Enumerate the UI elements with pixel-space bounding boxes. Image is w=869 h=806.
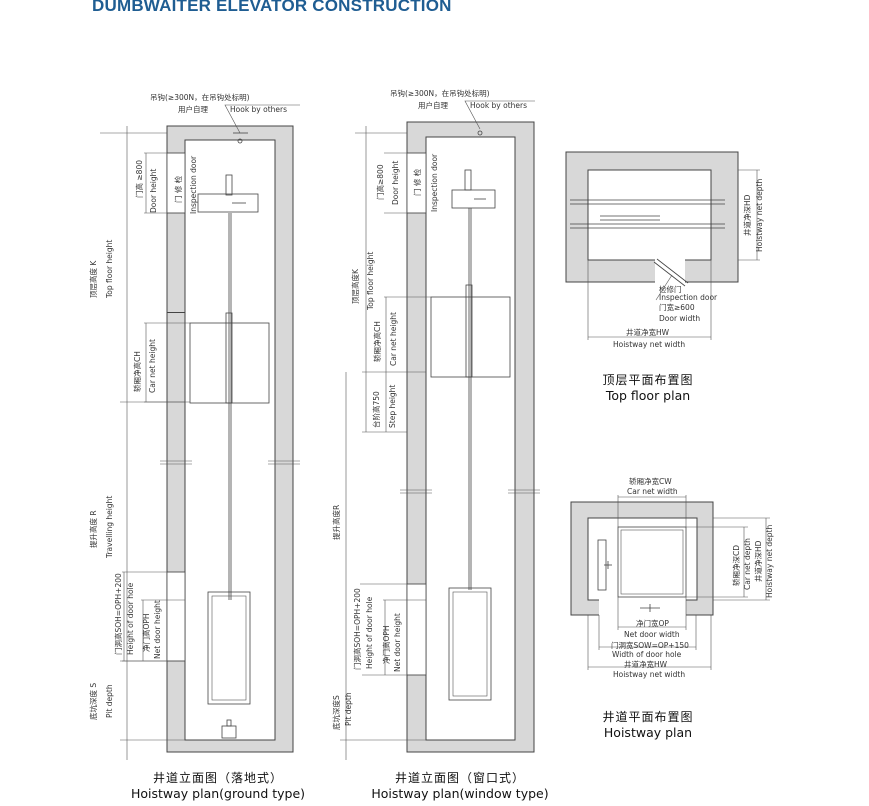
inspection-door-cn: 门 修 检 — [173, 175, 183, 203]
car — [617, 526, 687, 598]
caption-hoistway-cn: 井道平面布置图 — [602, 710, 694, 724]
bottom-door-opening — [166, 571, 186, 662]
pit-depth-cn: 底坑深度S — [331, 695, 341, 730]
door-hole-gap — [599, 598, 686, 616]
door-hole-en: Height of door hole — [365, 596, 374, 669]
insp-door-cn: 检修门 — [659, 284, 682, 294]
caption-top-floor-cn: 顶层平面布置图 — [602, 373, 694, 387]
page-title: DUMBWAITER ELEVATOR CONSTRUCTION — [92, 0, 452, 15]
door-height-en: Door height — [391, 161, 400, 205]
door-height-cn: 门高≥800 — [375, 164, 385, 200]
car-width-en: Car net width — [627, 487, 678, 496]
caption-hoistway: 井道平面布置图 Hoistway plan — [578, 708, 718, 740]
bottom-door-opening — [406, 583, 427, 676]
hoistway-depth-cn: 井道净深HD — [753, 540, 763, 582]
caption-ground-cn: 井道立面图（落地式） — [152, 771, 283, 785]
hoistway-plan: 轿厢净宽CW Car net width 轿厢净深CD Car net dept… — [570, 476, 774, 679]
step-height-cn: 台阶高750 — [371, 391, 381, 428]
plan-wall — [570, 501, 714, 616]
hoistway-depth-en: Hoistway net depth — [755, 179, 764, 252]
hook-icon — [477, 130, 483, 136]
top-floor-height-en: Top floor height — [366, 252, 375, 311]
caption-top-floor-en: Top floor plan — [605, 388, 691, 403]
hook-cn-label: 吊钩(≥300N，在吊钩处标明) — [390, 88, 490, 98]
pit-depth-cn: 底坑深度 S — [88, 683, 98, 720]
car-depth-cn: 轿厢净深CD — [731, 545, 741, 586]
door-height-cn: 门高 ≥800 — [134, 160, 144, 198]
hook-cn-label: 吊钩(≥300N，在吊钩处标明) — [150, 92, 250, 102]
net-door-height-en: Net door height — [153, 600, 162, 659]
hoistway-width-en: Hoistway net width — [613, 670, 685, 679]
travelling-height-cn: 提升高度 R — [88, 510, 98, 548]
car-net-height-cn: 轿厢净高CH — [132, 351, 142, 392]
hoistway-depth-cn: 井道净深HD — [742, 194, 752, 236]
caption-window-cn: 井道立面图（窗口式） — [394, 771, 525, 785]
caption-window-en: Hoistway plan(window type) — [371, 786, 549, 801]
shaft-wall-left — [166, 125, 294, 753]
inspection-door-en: Inspection door — [189, 155, 198, 214]
car-depth-en: Car net depth — [743, 538, 752, 590]
car-upper — [430, 296, 511, 378]
top-floor-height-cn: 顶层高度 K — [88, 260, 98, 298]
door-hole-width-en: Width of door hole — [612, 650, 682, 659]
door-height-en: Door height — [149, 169, 158, 213]
car-net-height-en: Car net height — [148, 339, 157, 393]
hoistway-width-en: Hoistway net width — [613, 340, 685, 349]
top-floor-height-en: Top floor height — [105, 240, 114, 299]
step-height-en: Step height — [388, 385, 397, 428]
car-lower — [207, 591, 251, 705]
machine-frame — [197, 193, 259, 213]
net-door-width-en: Net door width — [624, 630, 680, 639]
top-floor-height-cn: 顶层高度K — [350, 268, 360, 304]
inspection-door-en: Inspection door — [430, 153, 439, 212]
top-floor-plan: 井道净深HD Hoistway net depth 检修门 Inspection… — [565, 151, 764, 349]
car-net-height-cn: 轿厢净高CH — [372, 321, 382, 362]
net-door-height-en: Net door height — [393, 613, 402, 672]
buffer — [221, 725, 237, 739]
hook-en-label: Hook by others — [230, 105, 287, 114]
car-width-cn: 轿厢净宽CW — [629, 476, 672, 486]
door-hole-en: Height of door hole — [126, 582, 135, 655]
ground-type-elevation: 吊钩(≥300N，在吊钩处标明) 用户自理 Hook by others 顶层高… — [88, 92, 300, 760]
net-door-height-cn: 净门高OPH — [141, 613, 151, 652]
net-door-height-cn: 净门高OPH — [381, 625, 391, 664]
caption-hoistway-en: Hoistway plan — [603, 725, 693, 740]
travelling-height-cn: 提升高度R — [331, 505, 341, 540]
door-hole-cn: 门洞高SOH=OPH+200 — [352, 588, 362, 670]
net-door-width-cn: 净门宽OP — [636, 618, 669, 628]
door-hole-cn: 门洞高SOH=OPH+200 — [113, 573, 123, 655]
user-cn-label: 用户自理 — [178, 104, 208, 114]
hoistway-width-cn: 井道净宽HW — [626, 327, 670, 337]
hook-icon — [237, 138, 243, 144]
pit-depth-en: Pit depth — [105, 684, 114, 718]
hoistway-depth-en: Hoistway net depth — [765, 525, 774, 598]
caption-top-floor: 顶层平面布置图 Top floor plan — [578, 371, 718, 403]
plan-wall — [565, 151, 739, 283]
caption-window: 井道立面图（窗口式） Hoistway plan(window type) — [360, 769, 560, 801]
pit-depth-en: Pit depth — [344, 692, 353, 726]
window-type-elevation: 吊钩(≥300N，在吊钩处标明) 用户自理 Hook by others 顶层高… — [331, 88, 540, 760]
hoistway-width-cn: 井道净宽HW — [624, 659, 668, 669]
car-upper — [189, 322, 270, 404]
hook-en-label: Hook by others — [470, 101, 527, 110]
inspection-door-gap — [655, 259, 685, 283]
caption-ground-en: Hoistway plan(ground type) — [130, 786, 306, 801]
machine-frame — [451, 189, 496, 209]
door-width-cn: 门宽≥600 — [659, 302, 695, 312]
door-width-en: Door width — [659, 314, 700, 323]
car-net-height-en: Car net height — [389, 312, 398, 366]
caption-ground: 井道立面图（落地式） Hoistway plan(ground type) — [118, 769, 318, 801]
inspection-door-cn: 门 修 检 — [412, 168, 422, 196]
insp-door-en: Inspection door — [659, 293, 718, 302]
door-hole-width-cn: 门洞宽SOW=OP+150 — [611, 640, 689, 650]
travelling-height-en: Travelling height — [105, 496, 114, 559]
user-cn-label: 用户自理 — [418, 100, 448, 110]
car-lower — [448, 587, 492, 701]
